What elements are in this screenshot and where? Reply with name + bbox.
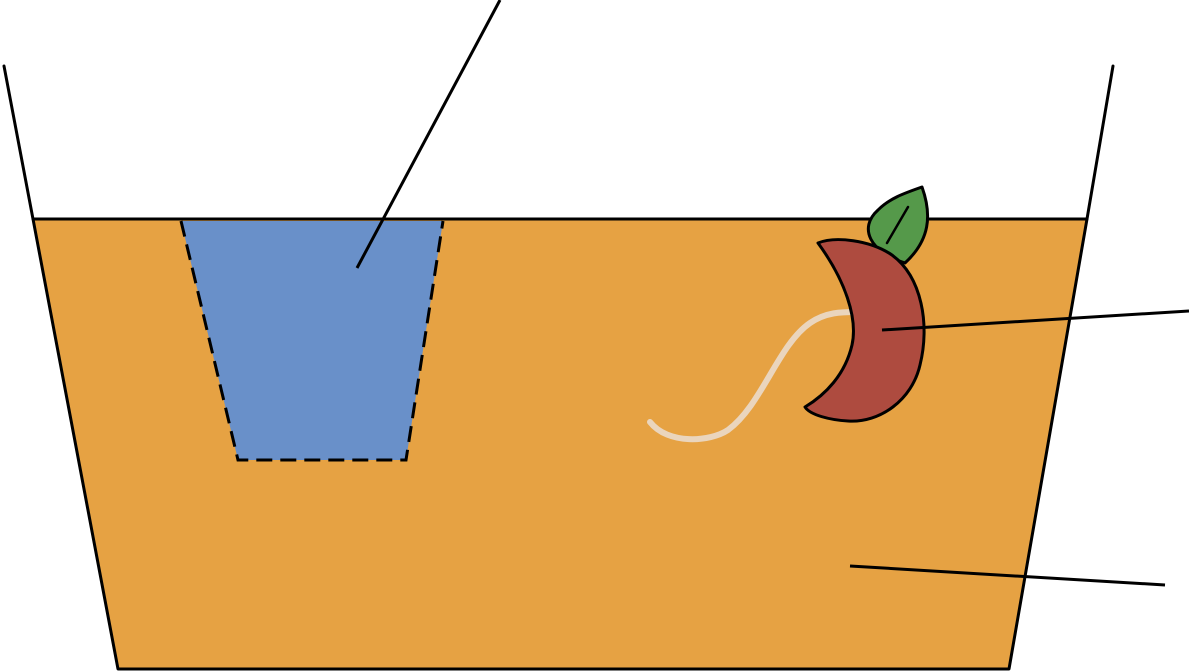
leader-line-seed bbox=[881, 309, 1189, 332]
soil-region bbox=[31, 217, 1089, 671]
container-right-wall bbox=[1085, 64, 1115, 221]
water-region-dashed-outline bbox=[179, 220, 445, 462]
water-region bbox=[181, 221, 443, 460]
seed bbox=[803, 238, 926, 423]
leaf-vein bbox=[885, 205, 910, 245]
leader-line-soil bbox=[849, 564, 1166, 587]
root bbox=[647, 309, 859, 443]
container-left-wall bbox=[2, 64, 35, 221]
leader-line-water bbox=[355, 0, 502, 269]
